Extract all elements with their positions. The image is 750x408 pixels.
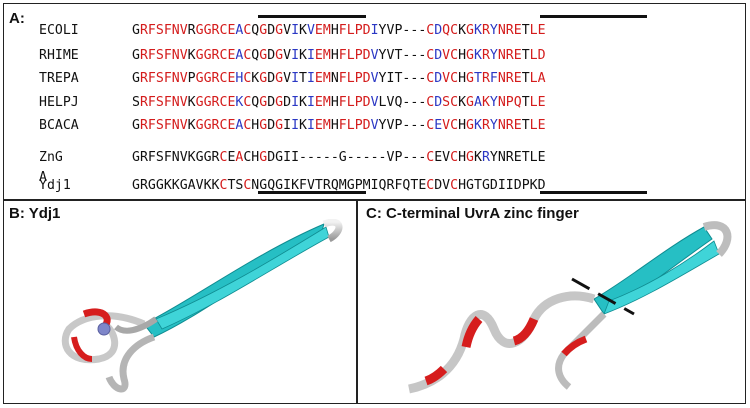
zinc-ion-icon — [97, 322, 111, 336]
motif-underbar-1 — [258, 191, 366, 194]
sequence-name: Ydj1 — [39, 178, 71, 193]
figure-frame: A: B: Ydj1 C: C-terminal UvrA zinc finge… — [3, 3, 746, 404]
sequence-residues: GRGGKKGAVKKCTSCNGQGIKFVTRQMGPMIQRFQTECDV… — [132, 178, 546, 193]
cut-line-marker — [571, 277, 635, 316]
sequence-name: ECOLI — [39, 23, 79, 38]
motif-overbar-2 — [540, 15, 647, 18]
panel-c-label: C: C-terminal UvrA zinc finger — [366, 205, 579, 222]
ydj1-ribbon-structure — [61, 219, 343, 393]
sequence-residues: SRFSFNVKGGRCEKCQGDGDIKIEMHFLPDVLVQ---CDS… — [132, 95, 546, 110]
sequence-name: BCACA — [39, 118, 79, 133]
panel-b-label: B: Ydj1 — [9, 205, 61, 222]
motif-underbar-2 — [540, 191, 647, 194]
motif-overbar-1 — [258, 15, 366, 18]
panel-divider-horizontal — [4, 199, 745, 201]
sequence-name: TREPA — [39, 71, 79, 86]
panel-divider-vertical — [356, 199, 358, 403]
sequence-residues: GRFSFNVKGGRCEACHGDGII-----G-----VP---CEV… — [132, 150, 546, 165]
sequence-name: HELPJ — [39, 95, 79, 110]
sequence-residues: GRFSFNVPGGRCEHCKGDGVITIEMNFLPDVYIT---CDV… — [132, 71, 546, 86]
sequence-name: RHIME — [39, 48, 79, 63]
sequence-residues: GRFSFNVKGGRCEACQGDGVIKIEMHFLPDVYVT---CDV… — [132, 48, 546, 63]
panel-a-label: A: — [9, 10, 25, 27]
sequence-name: ZnG A — [39, 150, 63, 185]
uvra-zinc-finger-ribbon-structure — [408, 221, 732, 394]
sequence-residues: GRFSFNVRGGRCEACQGDGVIKVEMHFLPDIYVP---CDQ… — [132, 23, 546, 38]
sequence-residues: GRFSFNVKGGRCEACHGDGIIKIEMHFLPDVYVP---CEV… — [132, 118, 546, 133]
